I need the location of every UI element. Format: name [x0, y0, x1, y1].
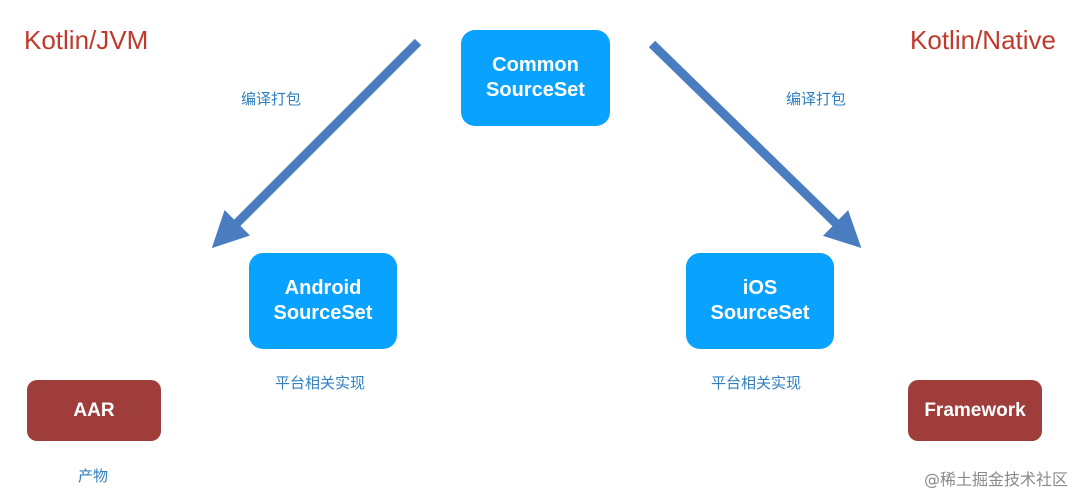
common-sourceset-box: Common SourceSet	[461, 30, 610, 126]
arrow-right	[648, 40, 862, 249]
platform-label-right: 平台相关实现	[711, 374, 802, 392]
android-sourceset-box: Android SourceSet	[249, 253, 397, 349]
arrow-left	[211, 38, 422, 249]
kotlin-native-title: Kotlin/Native	[910, 25, 1056, 55]
watermark: @稀土掘金技术社区	[923, 470, 1068, 489]
artifact-label: 产物	[78, 467, 109, 485]
platform-label-left: 平台相关实现	[275, 374, 366, 392]
kotlin-jvm-title: Kotlin/JVM	[24, 25, 149, 55]
compile-label-left: 编译打包	[241, 90, 302, 108]
common-line2: SourceSet	[486, 79, 585, 101]
android-line1: Android	[284, 277, 362, 299]
common-line1: Common	[492, 54, 579, 76]
ios-sourceset-box: iOS SourceSet	[686, 253, 834, 349]
compile-label-right: 编译打包	[786, 90, 847, 108]
framework-artifact-box: Framework	[908, 380, 1042, 441]
ios-line2: SourceSet	[710, 302, 810, 324]
android-line2: SourceSet	[273, 302, 373, 324]
aar-artifact-box: AAR	[27, 380, 161, 441]
aar-label: AAR	[73, 399, 115, 421]
framework-label: Framework	[924, 399, 1026, 421]
ios-line1: iOS	[742, 277, 778, 299]
